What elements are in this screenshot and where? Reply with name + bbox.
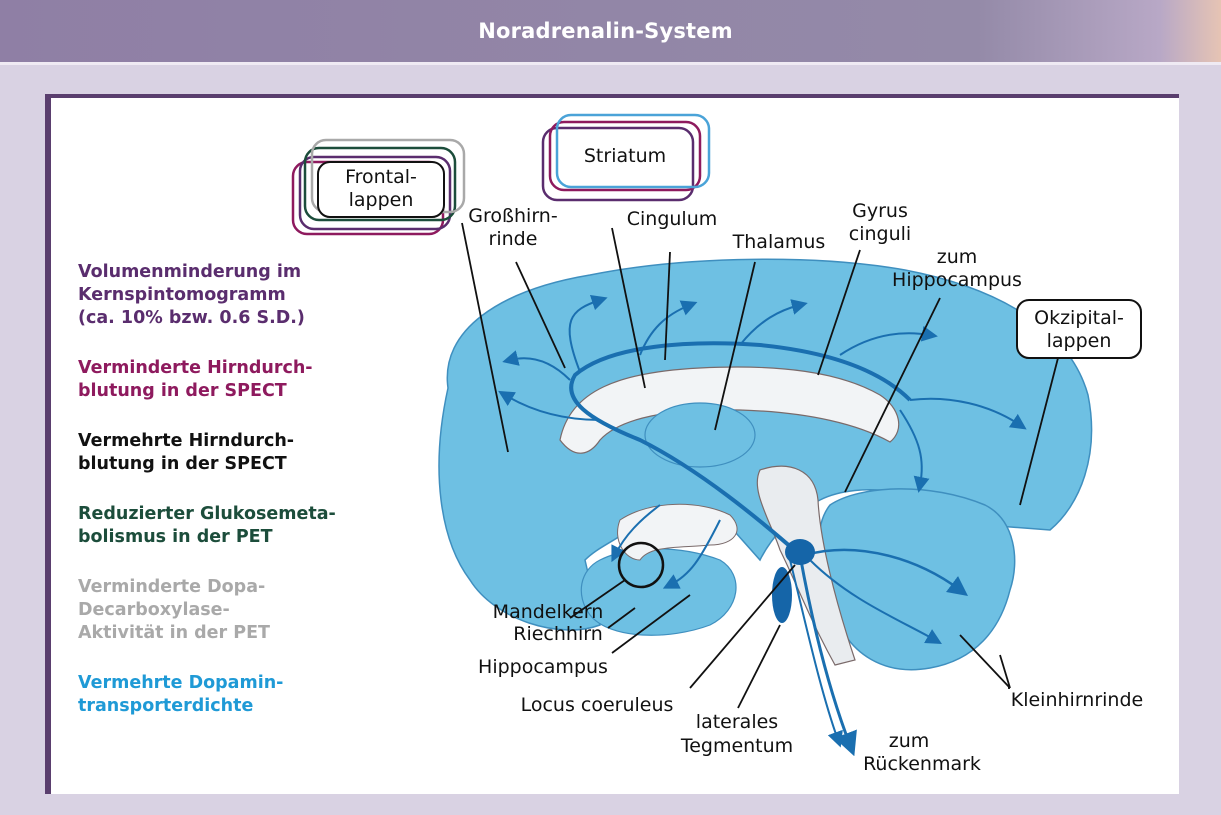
- label-okzipital-2: lappen: [1047, 330, 1112, 352]
- temporal-lobe: [581, 549, 736, 635]
- label-rueckenmark-2: Rückenmark: [863, 753, 981, 775]
- label-striatum: Striatum: [584, 145, 666, 167]
- label-cingulum: Cingulum: [627, 208, 718, 230]
- label-hippocampus: Hippocampus: [478, 656, 608, 678]
- thalamus-shape: [645, 403, 755, 467]
- label-frontallappen-1: Frontal-: [345, 166, 417, 188]
- label-frontallappen-2: lappen: [349, 189, 414, 211]
- label-riechhirn: Riechhirn: [513, 623, 603, 645]
- label-tegmentum-1: laterales: [696, 711, 778, 733]
- label-grosshirnrinde-1: Großhirn-: [468, 205, 557, 227]
- label-okzipital-1: Okzipital-: [1034, 307, 1124, 329]
- label-gyrus-1: Gyrus: [852, 200, 908, 222]
- label-tegmentum-2: Tegmentum: [680, 735, 793, 757]
- label-zum-hippocampus-1: zum: [937, 246, 978, 268]
- label-gyrus-2: cinguli: [849, 223, 911, 245]
- label-locus-coeruleus: Locus coeruleus: [521, 694, 674, 716]
- label-thalamus: Thalamus: [732, 231, 826, 253]
- label-zum-hippocampus-2: Hippocampus: [892, 269, 1022, 291]
- tegmentum-nucleus: [772, 567, 792, 623]
- label-mandelkern: Mandelkern: [493, 601, 604, 623]
- label-rueckenmark-1: zum: [889, 730, 930, 752]
- label-kleinhirnrinde: Kleinhirnrinde: [1011, 689, 1143, 711]
- label-grosshirnrinde-2: rinde: [489, 228, 538, 250]
- locus-coeruleus-nucleus: [785, 539, 815, 565]
